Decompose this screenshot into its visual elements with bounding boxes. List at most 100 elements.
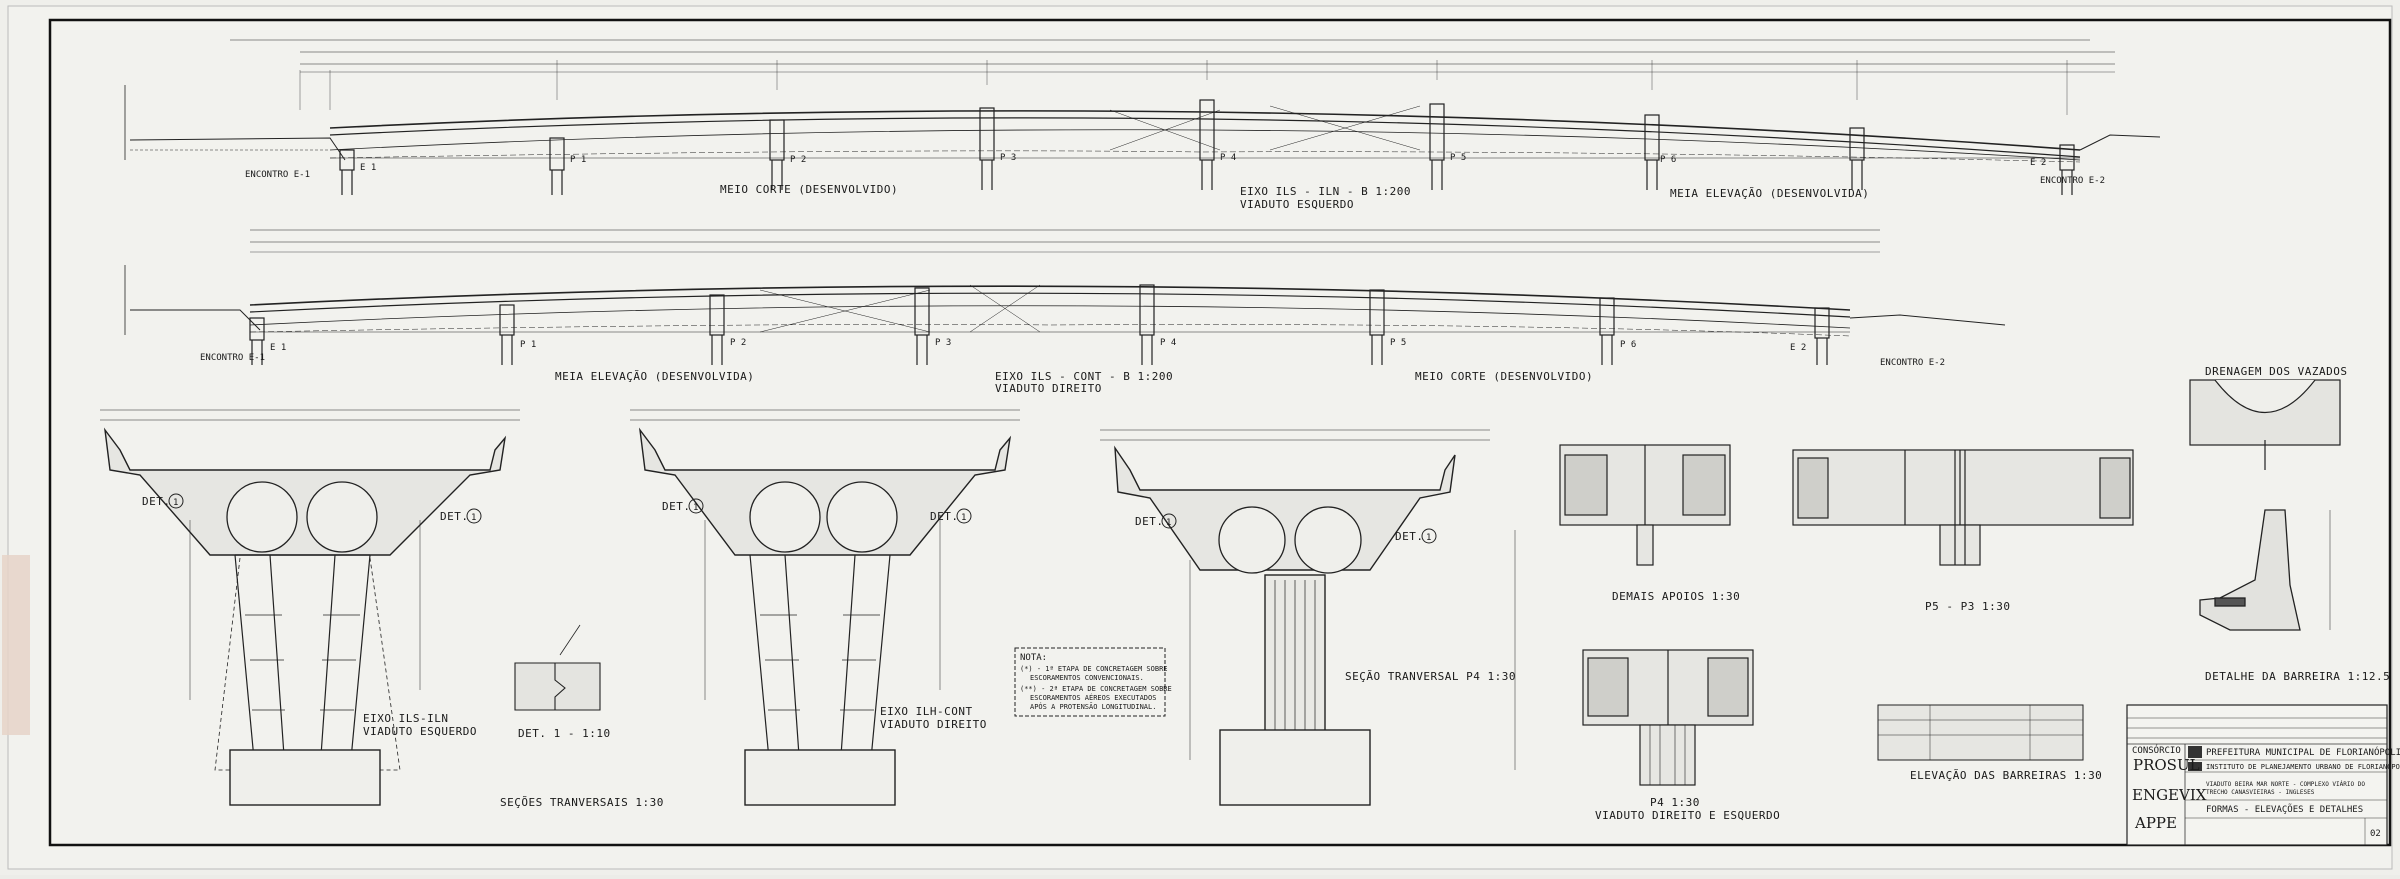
p5-p3-title: P5 - P3 1:30 [1925, 600, 2010, 613]
section-title: SEÇÃO TRANVERSAL P4 1:30 [1345, 670, 1516, 683]
demais-apoios-title: DEMAIS APOIOS 1:30 [1612, 590, 1740, 603]
cross-section-3 [1100, 429, 1516, 806]
pier-label: P 2 [790, 155, 806, 165]
cross-section-3-labels: DET. 1 DET. 1 SEÇÃO TRANVERSAL P4 1:30 [1135, 513, 1516, 683]
cross-section-1 [100, 409, 520, 806]
pier-label: P 1 [520, 340, 536, 350]
logo-mark [2188, 746, 2202, 758]
det-label: DET. [662, 500, 691, 513]
det-marker-circle [688, 498, 704, 514]
note-box: NOTA: (*) - 1ª ETAPA DE CONCRETAGEM SOBR… [1014, 647, 1172, 717]
pier-label: P 5 [1450, 153, 1466, 163]
note-text: (**) - 2ª ETAPA DE CONCRETAGEM SOBRE [1020, 685, 1172, 693]
pier-label: P 4 [1220, 153, 1236, 163]
firm-name: APPE [2134, 814, 2177, 832]
detail-1-drawing [514, 624, 601, 711]
encontro-right-label: ENCONTRO E-2 [1880, 358, 1945, 368]
section-subtitle: VIADUTO DIREITO [880, 718, 987, 731]
p4-title: P4 1:30 [1650, 796, 1700, 809]
project-line: VIADUTO BEIRA MAR NORTE - COMPLEXO VIÁRI… [2206, 781, 2365, 788]
top-elevation-title: EIXO ILS - ILN - B 1:200 [1240, 185, 1411, 198]
demais-apoios-drawing [1559, 444, 1731, 566]
pier-label: P 1 [570, 155, 586, 165]
pier-label: P 3 [1000, 153, 1016, 163]
cross-section-2 [630, 409, 1020, 806]
note-text: APÓS A PROTENSÃO LONGITUDINAL. [1030, 702, 1156, 711]
drawing-title: FORMAS - ELEVAÇÕES E DETALHES [2206, 803, 2363, 815]
det-marker-circle [466, 508, 482, 524]
project-line: TRECHO CANASVIEIRAS - INGLESES [2206, 789, 2315, 796]
section-title: EIXO ILS-ILN [363, 712, 448, 725]
barrier-detail-drawing [2199, 509, 2331, 631]
pier-label: E 1 [270, 343, 286, 353]
det-number: 1 [1426, 533, 1431, 543]
pier-label: P 6 [1660, 155, 1676, 165]
section-subtitle: VIADUTO ESQUERDO [363, 725, 477, 738]
top-right-caption: MEIA ELEVAÇÃO (DESENVOLVIDA) [1670, 187, 1869, 200]
top-elevation-labels: ENCONTRO E-1 ENCONTRO E-2 E 1 P 1 P 2 P … [245, 153, 2105, 211]
pier-label: P 5 [1390, 338, 1406, 348]
firm-name: PROSUL [2133, 756, 2200, 774]
cross-section-2-labels: DET. 1 DET. 1 EIXO ILH-CONT VIADUTO DIRE… [662, 498, 987, 731]
consorcio-label: CONSÓRCIO [2132, 744, 2181, 756]
encontro-right-label: ENCONTRO E-2 [2040, 176, 2105, 186]
title-block: CONSÓRCIO PROSUL ENGEVIX APPE PREFEITURA… [2126, 704, 2400, 846]
institute-name: INSTITUTO DE PLANEJAMENTO URBANO DE FLOR… [2206, 762, 2400, 771]
drenagem-drawing [2189, 379, 2341, 470]
top-elevation [124, 39, 2161, 195]
mid-right-caption: MEIO CORTE (DESENVOLVIDO) [1415, 370, 1593, 383]
firm-name: ENGEVIX [2132, 786, 2207, 804]
client-name: PREFEITURA MUNICIPAL DE FLORIANÓPOLIS [2206, 746, 2400, 758]
det-label: DET. [142, 495, 171, 508]
mid-elevation-subtitle: VIADUTO DIREITO [995, 382, 1102, 395]
det-label: DET. [1135, 515, 1164, 528]
barrier-detail-title: DETALHE DA BARREIRA 1:12.5 [2205, 670, 2390, 683]
barrier-elevation-title: ELEVAÇÃO DAS BARREIRAS 1:30 [1910, 769, 2102, 782]
p5-p3-drawing [1792, 449, 2134, 566]
pier-label: E 1 [360, 163, 376, 173]
mid-elevation-labels: ENCONTRO E-1 ENCONTRO E-2 E 1 P 1 P 2 P … [200, 338, 1945, 395]
logo-mark [2188, 762, 2202, 771]
barrier-elevation-drawing [1877, 704, 2084, 761]
tape-mark [2, 555, 30, 735]
section-title: EIXO ILH-CONT [880, 705, 973, 718]
pier-label: P 2 [730, 338, 746, 348]
sheet-number: 02 [2370, 829, 2381, 839]
det-label: DET. [1395, 530, 1424, 543]
note-heading: NOTA: [1020, 653, 1047, 663]
top-left-caption: MEIO CORTE (DESENVOLVIDO) [720, 183, 898, 196]
sections-group-title: SEÇÕES TRANVERSAIS 1:30 [500, 796, 664, 809]
det-number: 1 [693, 503, 698, 513]
mid-elevation-title: EIXO ILS - CONT - B 1:200 [995, 370, 1173, 383]
drawing-border [48, 18, 2392, 847]
pier-label: E 2 [2030, 158, 2046, 168]
det-marker-circle [1161, 513, 1177, 529]
drenagem-title: DRENAGEM DOS VAZADOS [2205, 365, 2347, 378]
det-number: 1 [961, 513, 966, 523]
pier-label: P 3 [935, 338, 951, 348]
det-label: DET. [930, 510, 959, 523]
top-elevation-subtitle: VIADUTO ESQUERDO [1240, 198, 1354, 211]
pier-label: E 2 [1790, 343, 1806, 353]
det-number: 1 [173, 498, 178, 508]
det-number: 1 [471, 513, 476, 523]
detail-1-title: DET. 1 - 1:10 [518, 727, 611, 740]
p4-drawing [1582, 649, 1754, 786]
det-marker-circle [168, 493, 184, 509]
p4-subtitle: VIADUTO DIREITO E ESQUERDO [1595, 809, 1780, 822]
det-marker-circle [956, 508, 972, 524]
mid-left-caption: MEIA ELEVAÇÃO (DESENVOLVIDA) [555, 370, 754, 383]
det-marker-circle [1421, 528, 1437, 544]
pier-label: P 4 [1160, 338, 1176, 348]
pier-label: P 6 [1620, 340, 1636, 350]
det-label: DET. [440, 510, 469, 523]
note-text: (*) - 1ª ETAPA DE CONCRETAGEM SOBRE [1020, 665, 1168, 673]
encontro-left-label: ENCONTRO E-1 [200, 353, 265, 363]
det-number: 1 [1166, 518, 1171, 528]
encontro-left-label: ENCONTRO E-1 [245, 170, 310, 180]
cross-section-1-labels: DET. 1 DET. 1 EIXO ILS-ILN VIADUTO ESQUE… [142, 493, 482, 738]
note-text: ESCORAMENTOS AÉREOS EXECUTADOS [1030, 693, 1156, 702]
note-text: ESCORAMENTOS CONVENCIONAIS. [1030, 674, 1144, 682]
